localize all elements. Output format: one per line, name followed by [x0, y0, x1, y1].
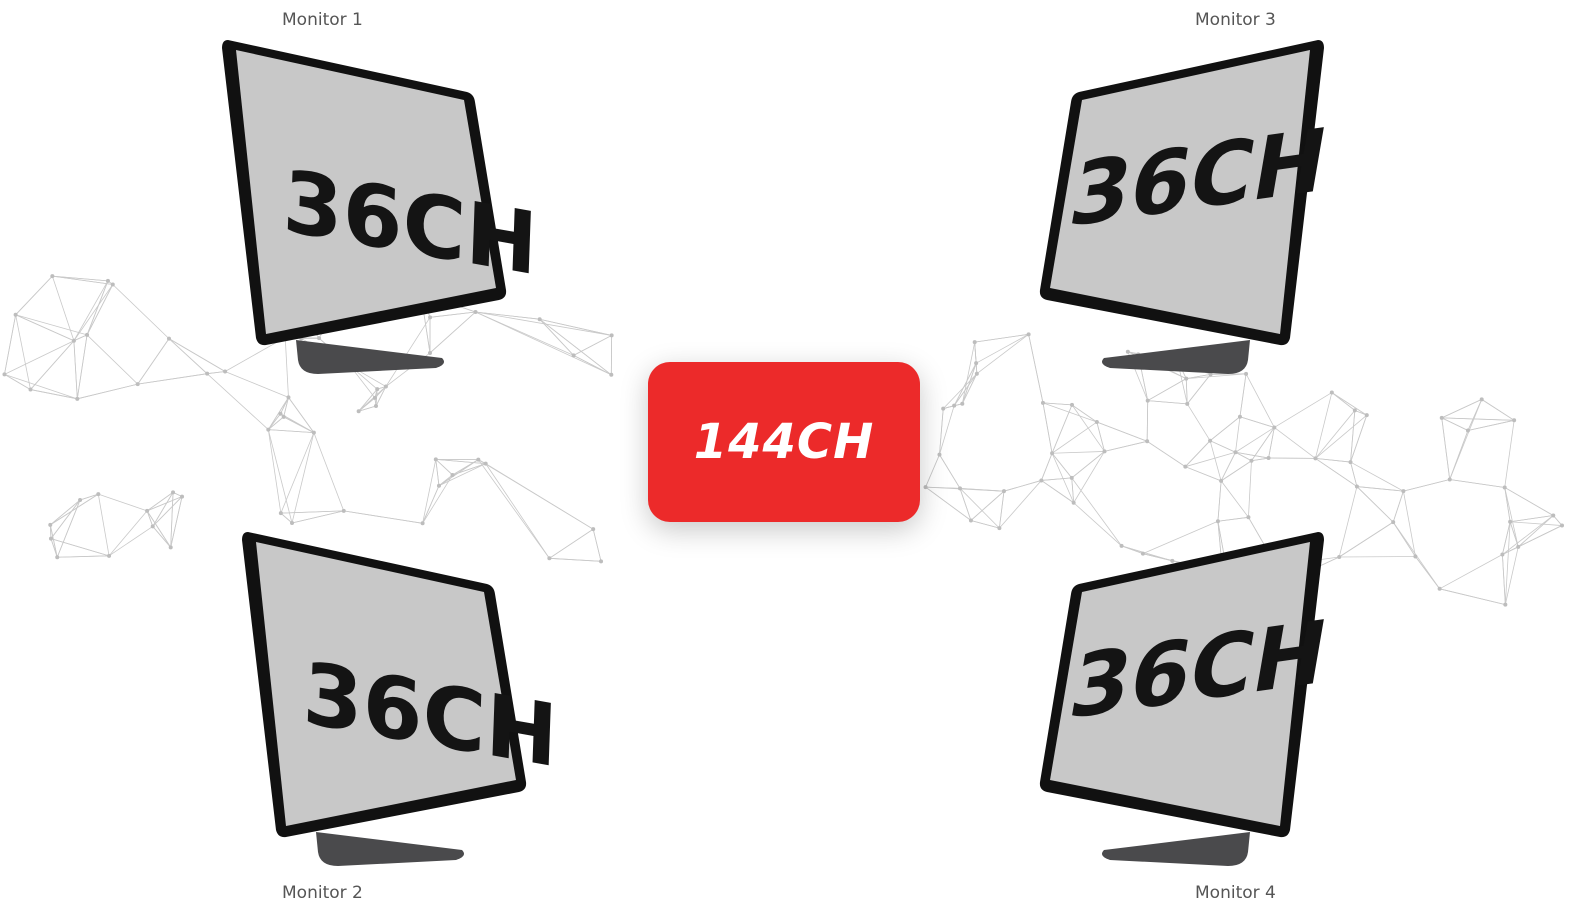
monitor-3-label: Monitor 3: [1195, 10, 1276, 30]
hub-label: 144CH: [693, 414, 875, 470]
monitor-4-label: Monitor 4: [1195, 883, 1276, 903]
monitor-1-label: Monitor 1: [282, 10, 363, 30]
monitor-1: 36CH: [222, 40, 539, 380]
monitor-4: 36CH: [1034, 532, 1335, 872]
monitor-3: 36CH: [1034, 40, 1335, 380]
hub-channel-box: 144CH: [648, 362, 920, 522]
monitor-2-label: Monitor 2: [282, 883, 363, 903]
monitor-2: 36CH: [242, 532, 559, 872]
